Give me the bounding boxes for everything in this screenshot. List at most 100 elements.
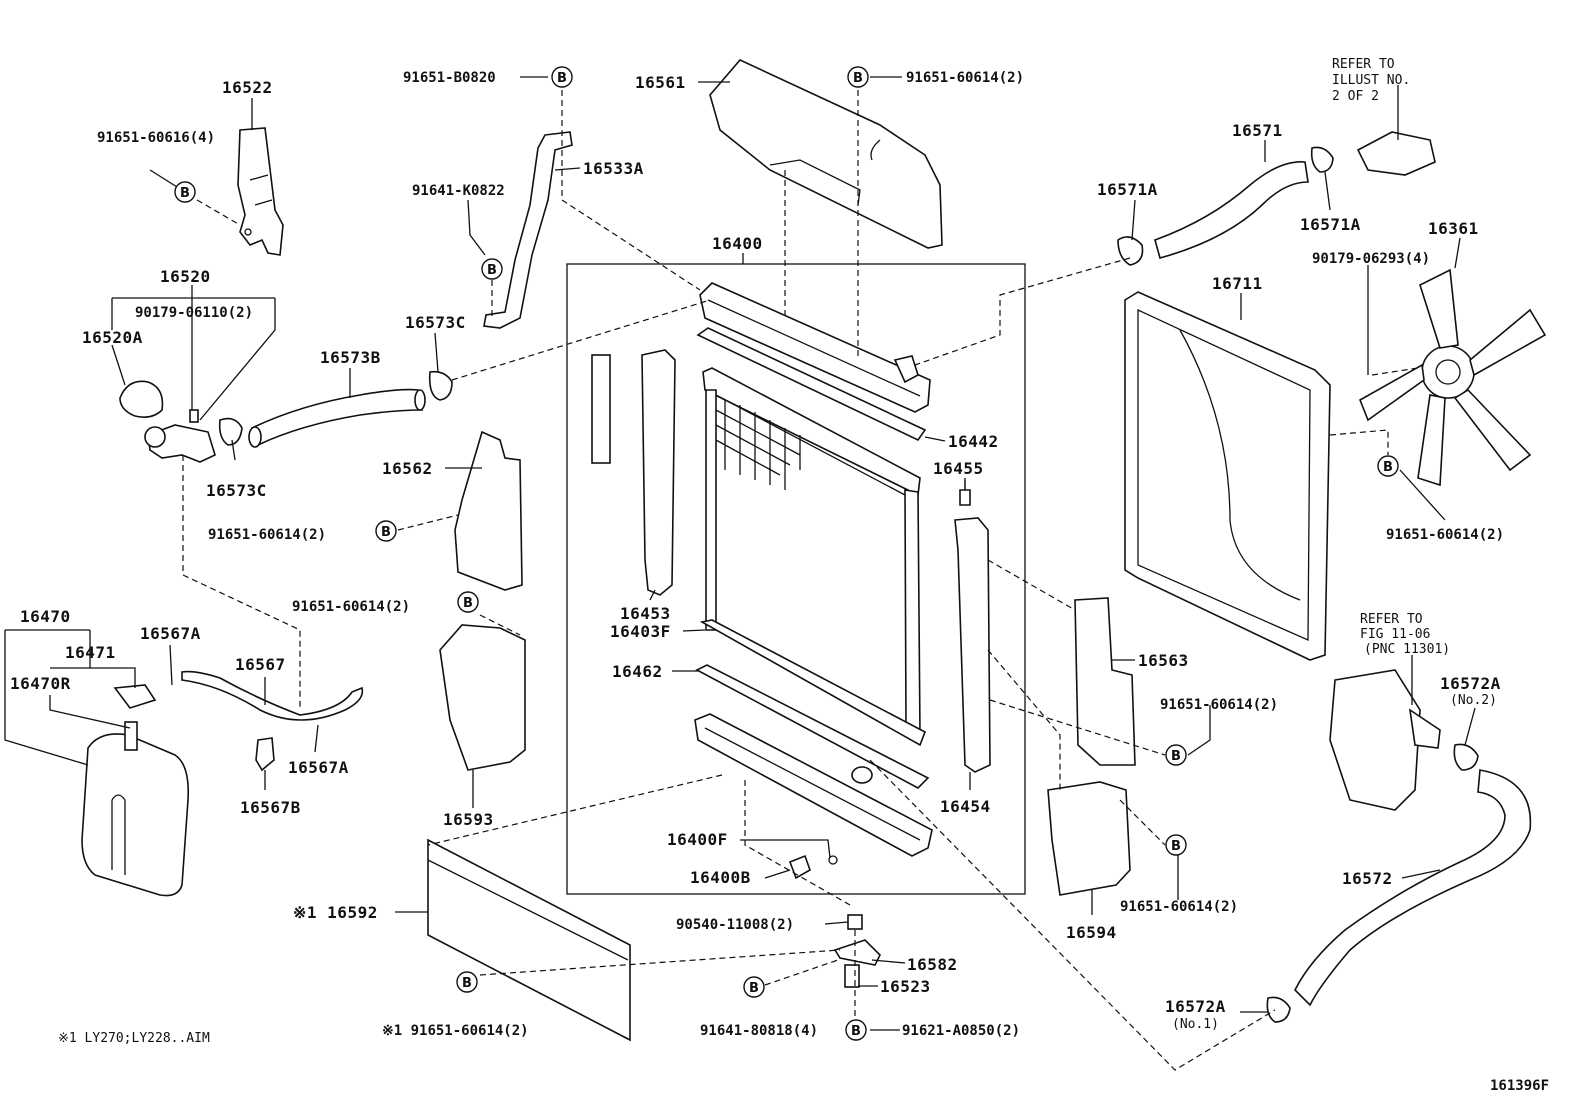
label-16520: 16520	[160, 267, 211, 286]
callout-b-11: B	[743, 976, 765, 998]
label-16561: 16561	[635, 73, 686, 92]
hose-clamp-16573C-b	[218, 417, 243, 446]
clamp-16572A-no2	[1453, 743, 1479, 771]
label-16567A-a: 16567A	[140, 624, 201, 643]
svg-text:B: B	[557, 71, 567, 86]
clamp-16571A-b	[1310, 146, 1334, 173]
label-16563: 16563	[1138, 651, 1189, 670]
label-16400F: 16400F	[667, 830, 728, 849]
upper-shroud-16561	[709, 59, 943, 249]
label-91651-60614-r3: 91651-60614(2)	[1120, 899, 1238, 915]
side-seal-16453	[641, 349, 676, 596]
svg-text:B: B	[180, 186, 190, 201]
label-16573C-b: 16573C	[206, 481, 267, 500]
label-16572A-b-sub: (No.1)	[1172, 1017, 1219, 1032]
label-16533A: 16533A	[583, 159, 644, 178]
label-16592: ※1 16592	[293, 903, 378, 922]
refer1-line3: 2 OF 2	[1332, 89, 1379, 104]
callout-b-2: B	[551, 66, 573, 88]
label-91651-60614-bot: ※1 91651-60614(2)	[382, 1023, 529, 1039]
side-seal-16454	[954, 517, 991, 773]
label-16573B: 16573B	[320, 348, 381, 367]
svg-text:B: B	[381, 525, 391, 540]
svg-text:B: B	[487, 263, 497, 278]
label-16572A-a: 16572A	[1440, 674, 1501, 693]
leader-lines	[4, 76, 1476, 1031]
label-91621-A0850: 91621-A0850(2)	[902, 1023, 1020, 1039]
label-16455: 16455	[933, 459, 984, 478]
svg-text:B: B	[1383, 460, 1393, 475]
svg-text:B: B	[853, 71, 863, 86]
label-91651-60616: 91651-60616(4)	[97, 130, 215, 146]
callout-b-8: B	[1165, 744, 1187, 766]
label-91651-B0820: 91651-B0820	[403, 70, 496, 86]
svg-text:B: B	[463, 596, 473, 611]
lower-tank	[694, 713, 933, 857]
svg-text:B: B	[749, 981, 759, 996]
bracket-16522	[237, 127, 284, 256]
upper-hose-16573B	[248, 388, 426, 448]
side-shroud-16562	[454, 430, 523, 591]
label-91651-60614-top: 91651-60614(2)	[906, 70, 1024, 86]
label-16571A-b: 16571A	[1300, 215, 1361, 234]
label-16572A-b: 16572A	[1165, 997, 1226, 1016]
cushion-90540	[847, 914, 863, 930]
label-16567A-b: 16567A	[288, 758, 349, 777]
gasket-16462	[695, 664, 930, 789]
label-16567B: 16567B	[240, 798, 301, 817]
callout-b-1: B	[174, 181, 196, 203]
callout-b-7: B	[1377, 455, 1399, 477]
label-16593: 16593	[443, 810, 494, 829]
callout-b-3: B	[847, 66, 869, 88]
refer1-line1: REFER TO	[1332, 57, 1395, 72]
svg-text:B: B	[462, 976, 472, 991]
svg-text:B: B	[1171, 839, 1181, 854]
label-16711: 16711	[1212, 274, 1263, 293]
label-91651-60614-r1: 91651-60614(2)	[1386, 527, 1504, 543]
callout-b-6: B	[457, 591, 479, 613]
clamp-16571A-a	[1117, 236, 1144, 266]
label-91651-60614-l1: 91651-60614(2)	[208, 527, 326, 543]
label-16453: 16453	[620, 604, 671, 623]
label-16582: 16582	[907, 955, 958, 974]
upper-tank	[699, 282, 931, 413]
label-90540-11008: 90540-11008(2)	[676, 917, 794, 933]
label-91651-60614-r2: 91651-60614(2)	[1160, 697, 1278, 713]
label-91651-60614-l2: 91651-60614(2)	[292, 599, 410, 615]
overflow-hose-16567	[181, 670, 364, 721]
label-16442: 16442	[948, 432, 999, 451]
label-90179-06293: 90179-06293(4)	[1312, 251, 1430, 267]
label-16572A-a-sub: (No.2)	[1450, 693, 1497, 708]
label-16462: 16462	[612, 662, 663, 681]
svg-text:B: B	[851, 1024, 861, 1039]
callout-b-12: B	[845, 1019, 867, 1041]
bolt-16523	[844, 964, 860, 988]
clamp-16572A-no1	[1266, 996, 1291, 1023]
fan-shroud-16711	[1124, 291, 1331, 661]
fan-16361	[1358, 268, 1547, 487]
refer2-line3: (PNC 11301)	[1364, 642, 1450, 657]
label-16361: 16361	[1428, 219, 1479, 238]
label-90179-06110: 90179-06110(2)	[135, 305, 253, 321]
reservoir-tank-16470	[81, 721, 190, 897]
label-16567: 16567	[235, 655, 286, 674]
callout-b-5: B	[375, 520, 397, 542]
label-16470: 16470	[20, 607, 71, 626]
label-16572: 16572	[1342, 869, 1393, 888]
figure-number: 161396F	[1490, 1078, 1549, 1094]
refer2-line1: REFER TO	[1360, 612, 1423, 627]
label-16571: 16571	[1232, 121, 1283, 140]
label-91641-80818: 91641-80818(4)	[700, 1023, 818, 1039]
radiator-assembly-box-16400	[566, 263, 1026, 895]
label-16471: 16471	[65, 643, 116, 662]
side-shroud-16593	[439, 624, 526, 771]
hose-clamp-16573C-a	[428, 370, 453, 401]
label-91641-K0822: 91641-K0822	[412, 183, 505, 199]
seal-strip	[591, 354, 611, 464]
hose-clip-16567B	[255, 737, 275, 772]
label-16454: 16454	[940, 797, 991, 816]
label-16403F: 16403F	[610, 622, 671, 641]
refer1-line2: ILLUST NO.	[1332, 73, 1410, 88]
